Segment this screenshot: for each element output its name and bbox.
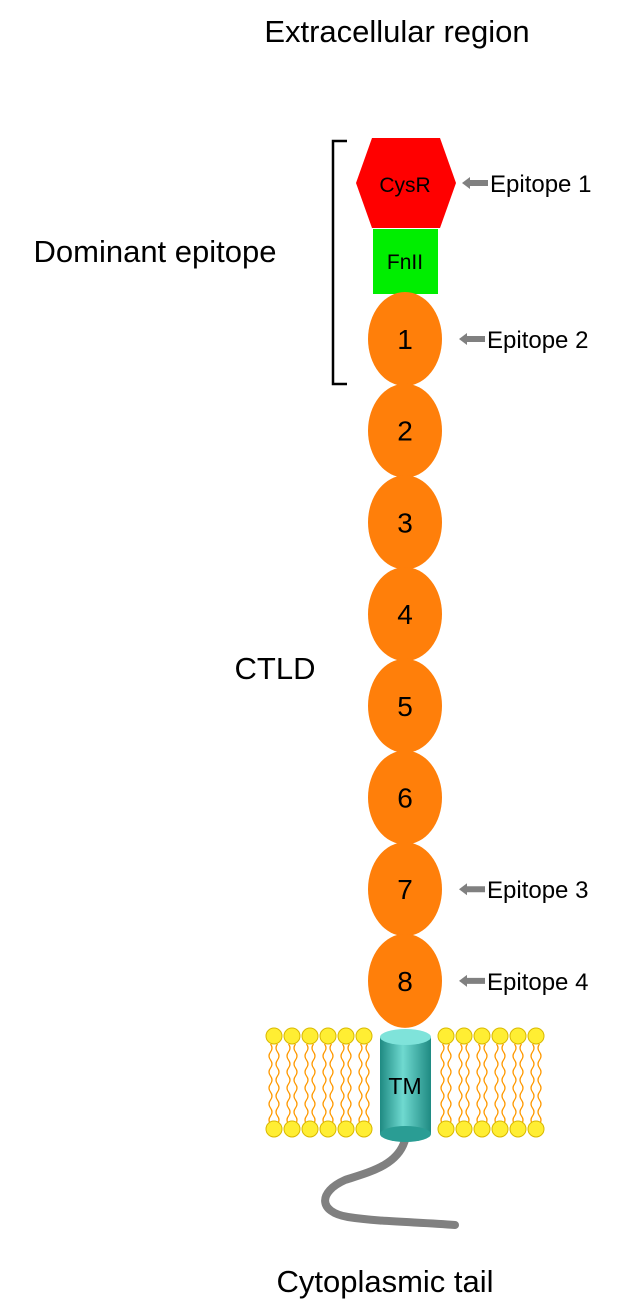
extracellular-region-label: Extracellular region	[264, 14, 529, 49]
lipid-head	[301, 1120, 319, 1138]
epitope-arrow-2	[459, 333, 485, 345]
lipid-head	[283, 1027, 301, 1045]
cysr-domain	[356, 138, 456, 228]
lipid-head	[437, 1120, 455, 1138]
lipid-tail	[311, 1043, 316, 1125]
lipid-head	[265, 1120, 283, 1138]
lipid-head	[283, 1120, 301, 1138]
lipid-tail	[275, 1043, 280, 1125]
ctld-domain-label-2: 2	[397, 416, 413, 447]
lipid-tail	[440, 1043, 445, 1125]
ctld-domain-7	[368, 842, 442, 937]
lipid-head	[437, 1027, 455, 1045]
lipid-head	[455, 1027, 473, 1045]
lipid-tail	[512, 1043, 517, 1125]
lipid-head	[473, 1027, 491, 1045]
lipid-tail	[358, 1043, 363, 1125]
lipid-tail	[537, 1043, 542, 1125]
lipid-tail	[483, 1043, 488, 1125]
lipid-tail	[501, 1043, 506, 1125]
lipid-tail	[286, 1043, 291, 1125]
lipid-head	[337, 1027, 355, 1045]
lipid-head	[491, 1027, 509, 1045]
epitope-label-3: Epitope 3	[487, 877, 588, 904]
lipid-bilayer	[265, 1027, 545, 1138]
tm-domain	[380, 1029, 431, 1142]
lipid-tail	[304, 1043, 309, 1125]
ctld-domain-label-1: 1	[397, 324, 413, 355]
ctld-domain-label-5: 5	[397, 691, 413, 722]
lipid-head	[491, 1120, 509, 1138]
lipid-head	[337, 1120, 355, 1138]
lipid-tail	[447, 1043, 452, 1125]
ctld-label: CTLD	[235, 651, 316, 686]
ctld-domain-3	[368, 475, 442, 570]
lipid-head	[355, 1027, 373, 1045]
epitope-label-1: Epitope 1	[490, 171, 591, 198]
lipid-tail	[347, 1043, 352, 1125]
tm-label: TM	[388, 1073, 421, 1099]
lipid-tail	[465, 1043, 470, 1125]
ctld-domain-label-8: 8	[397, 966, 413, 997]
ctld-domain-2	[368, 383, 442, 478]
lipid-tail	[293, 1043, 298, 1125]
lipid-head	[301, 1027, 319, 1045]
lipid-tail	[322, 1043, 327, 1125]
lipid-tail	[340, 1043, 345, 1125]
lipid-head	[527, 1120, 545, 1138]
ctld-domain-1	[368, 292, 442, 386]
fnii-domain	[373, 229, 438, 294]
dominant-epitope-bracket	[331, 139, 347, 386]
cysr-label: CysR	[379, 174, 430, 197]
ctld-domains: 1 2 3 4 5 6 7 8	[368, 292, 442, 1028]
lipid-tail	[494, 1043, 499, 1125]
lipid-head	[319, 1120, 337, 1138]
ctld-domain-label-3: 3	[397, 507, 413, 538]
ctld-domain-8	[368, 933, 442, 1028]
lipid-head	[455, 1120, 473, 1138]
lipid-head	[473, 1120, 491, 1138]
epitope-markers: Epitope 1 Epitope 2 Epitope 3 Epitope 4	[459, 171, 591, 996]
lipid-tail	[268, 1043, 273, 1125]
epitope-arrow-3	[459, 883, 485, 896]
lipid-tail	[476, 1043, 481, 1125]
lipid-head	[509, 1120, 527, 1138]
ctld-domain-label-7: 7	[397, 874, 413, 905]
lipid-tail	[365, 1043, 370, 1125]
ctld-domain-label-6: 6	[397, 783, 413, 814]
epitope-label-4: Epitope 4	[487, 969, 588, 996]
epitope-arrow-4	[459, 974, 485, 987]
ctld-domain-6	[368, 750, 442, 845]
lipid-head	[509, 1027, 527, 1045]
lipid-head	[355, 1120, 373, 1138]
lipid-head	[527, 1027, 545, 1045]
fnii-label: FnII	[387, 251, 423, 274]
lipid-head	[265, 1027, 283, 1045]
lipid-tail	[530, 1043, 535, 1125]
cytoplasmic-tail	[321, 1136, 459, 1229]
lipid-tail	[329, 1043, 334, 1125]
ctld-domain-5	[368, 658, 442, 753]
lipid-head	[319, 1027, 337, 1045]
ctld-domain-label-4: 4	[397, 599, 413, 630]
epitope-arrow-1	[462, 177, 488, 189]
epitope-label-2: Epitope 2	[487, 327, 588, 354]
dominant-epitope-label: Dominant epitope	[34, 234, 277, 269]
lipid-tail	[458, 1043, 463, 1125]
lipid-tail	[519, 1043, 524, 1125]
cytoplasmic-tail-label: Cytoplasmic tail	[276, 1264, 493, 1299]
ctld-domain-4	[368, 567, 442, 662]
